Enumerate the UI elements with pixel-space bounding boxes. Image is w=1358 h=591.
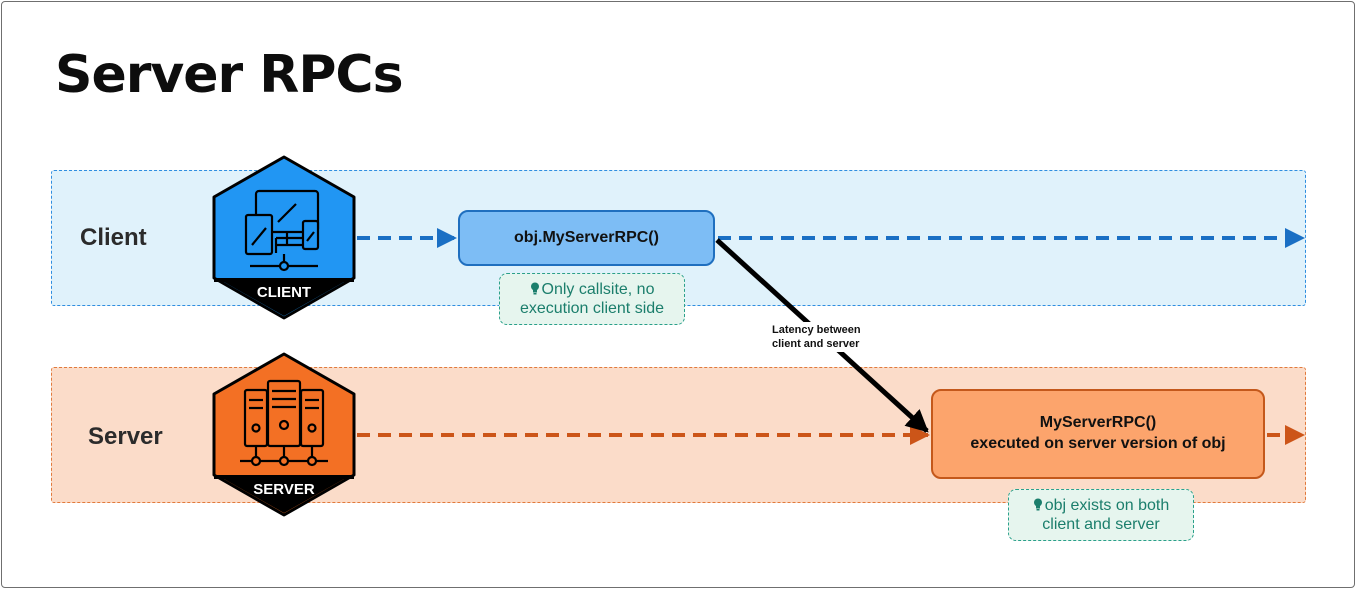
server-rpc-exec-node: MyServerRPC() executed on server version… (931, 389, 1265, 479)
latency-label-line1: Latency between (772, 324, 861, 336)
server-rpc-exec-subtitle: executed on server version of obj (970, 435, 1226, 452)
server-badge: SERVER (212, 352, 356, 517)
server-note: obj exists on both client and server (1008, 489, 1194, 541)
client-rpc-call-node: obj.MyServerRPC() (458, 210, 715, 266)
client-badge-label: CLIENT (257, 284, 311, 301)
latency-label-line2: client and server (772, 338, 860, 350)
server-rack-icon (240, 379, 328, 467)
client-rpc-call-label: obj.MyServerRPC() (514, 229, 659, 246)
client-lane-label: Client (80, 224, 147, 251)
server-rpc-exec-title: MyServerRPC() (1039, 414, 1157, 432)
client-badge: CLIENT (212, 155, 356, 320)
server-note-line2: client and server (1042, 516, 1160, 533)
client-note-line1: Only callsite, no (541, 281, 655, 298)
lightbulb-icon (530, 282, 539, 295)
lightbulb-icon (1033, 498, 1042, 511)
server-lane-label: Server (88, 423, 163, 450)
page-title: Server RPCs (55, 45, 404, 105)
server-badge-label: SERVER (253, 481, 315, 498)
latency-label: Latency between client and server (769, 322, 864, 352)
client-note-line2: execution client side (519, 300, 665, 317)
client-note: Only callsite, no execution client side (499, 273, 685, 325)
devices-icon (244, 189, 320, 272)
server-note-line1: obj exists on both (1044, 497, 1170, 514)
